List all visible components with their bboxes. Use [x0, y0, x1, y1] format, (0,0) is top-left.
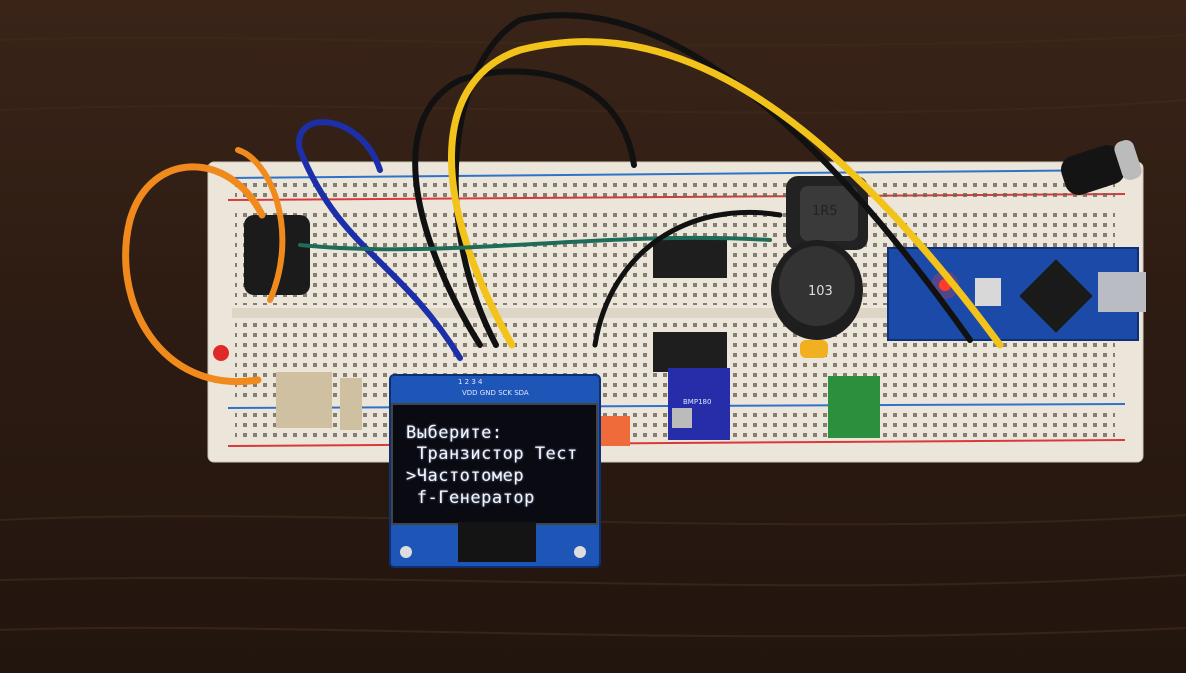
- oled-line-1: Выберите:: [406, 423, 503, 443]
- toroid-inductor: [244, 215, 310, 295]
- inductor-small: [786, 176, 868, 250]
- wire-blue: [296, 119, 463, 361]
- wire-green: [298, 235, 772, 252]
- yellow-capacitor: [800, 340, 828, 358]
- wire-orange-2: [235, 147, 286, 303]
- inductor-small-label: 1R5: [812, 204, 838, 219]
- arduino-nano: [887, 247, 1146, 341]
- transistor-socket-top: [653, 238, 727, 278]
- bmp180-label: BMP180: [683, 398, 712, 406]
- inductor-large-label: 103: [808, 284, 833, 299]
- wire-black-3: [592, 209, 783, 348]
- led: [213, 345, 229, 361]
- wires: [122, 12, 1004, 386]
- resistor-array: [276, 372, 332, 428]
- wire-yellow: [448, 38, 1004, 349]
- orange-connector: [600, 416, 630, 446]
- oled-header-pins: 1 2 3 4: [458, 378, 483, 386]
- oled-module: [389, 374, 601, 568]
- resistor-array-2: [340, 378, 362, 430]
- transistor-socket-bottom: [653, 332, 727, 372]
- oled-line-4: f-Генератор: [406, 488, 535, 508]
- wire-black-1: [412, 68, 637, 348]
- inductor-large: [771, 240, 863, 340]
- electrolytic-capacitor: [1060, 139, 1142, 195]
- oled-line-2: Транзистор Тест: [406, 444, 578, 464]
- bmp180-sensor: [668, 368, 730, 440]
- green-module: [828, 376, 880, 438]
- wire-orange: [122, 163, 266, 386]
- oled-line-3: >Частотомер: [406, 466, 525, 486]
- oled-pin-labels: VDD GND SCK SDA: [462, 389, 529, 397]
